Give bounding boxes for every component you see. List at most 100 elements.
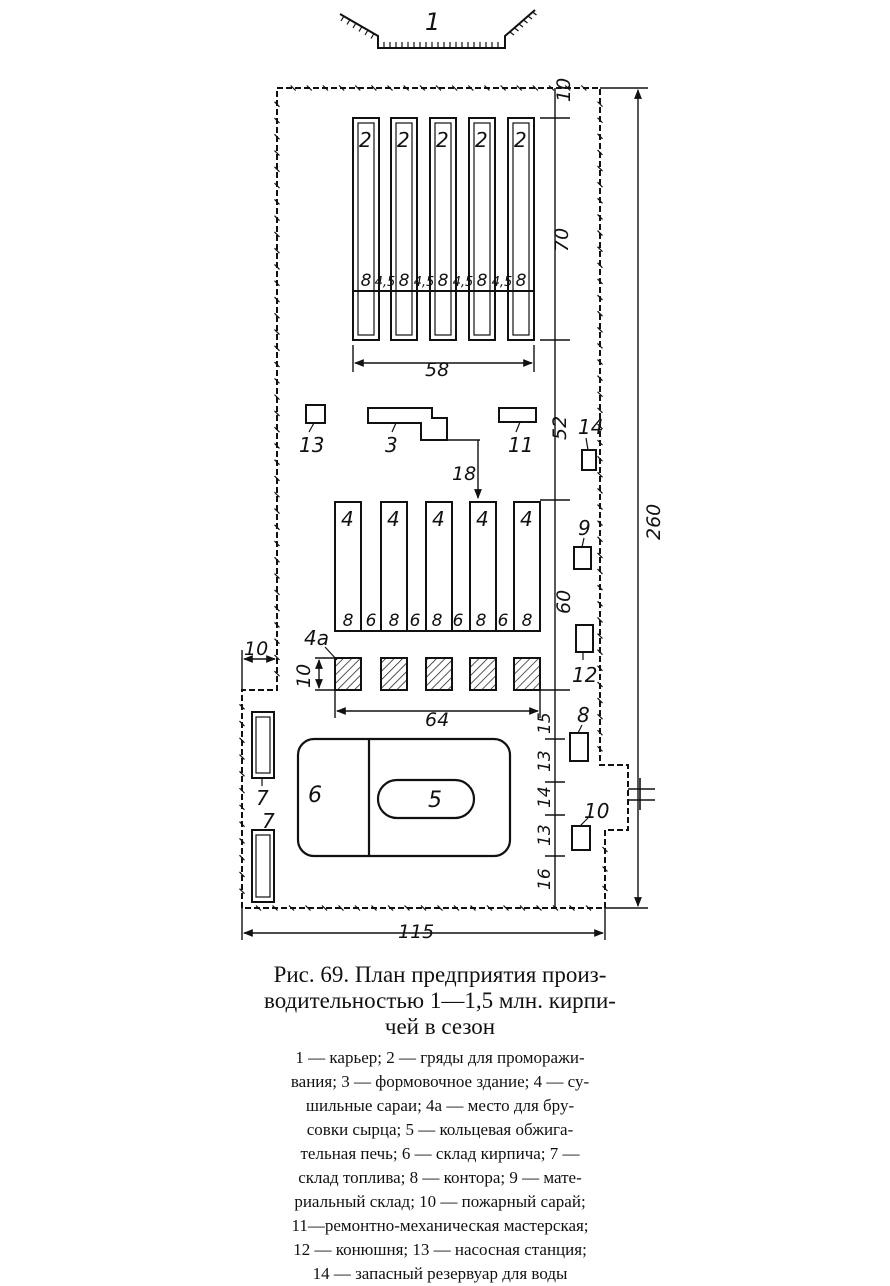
fuel-stores: [251, 711, 275, 903]
ring-kiln: [376, 778, 476, 820]
freezing-bed-label: 2: [397, 128, 410, 152]
dim-beds-width: 58: [425, 359, 449, 381]
fence-posts: [239, 85, 608, 911]
shed-row-dimension: 6: [498, 611, 509, 631]
dim-lower-b: 13: [535, 750, 555, 772]
dimension-lines: [241, 87, 648, 940]
molding-building: [367, 407, 448, 441]
bar-place-hatched: [469, 657, 497, 691]
freezing-bed: 2: [507, 117, 535, 341]
shed-row-dimension: 6: [366, 611, 377, 631]
pump-station-label: 13: [299, 433, 324, 457]
shed-row-dimension: 8: [343, 611, 354, 631]
drying-shed-label: 4: [432, 507, 445, 531]
legend-line: риальный склад; 10 — пожарный сарай;: [294, 1192, 586, 1211]
workshop-label: 11: [508, 433, 533, 457]
figure-legend: 1 — карьер; 2 — гряды для проморажи-вани…: [240, 1046, 640, 1286]
fuel-store-label-1: 7: [256, 786, 269, 810]
workshop-building: [498, 407, 537, 423]
dim-molding-to-sheds: 18: [452, 463, 476, 485]
bed-row-dimension: 4,5: [375, 275, 396, 290]
bar-place-hatched: [513, 657, 541, 691]
quarry-label: 1: [425, 8, 440, 36]
dim-lower-a: 15: [535, 712, 555, 734]
freezing-bed: 2: [468, 117, 496, 341]
bed-row-dimension: 8: [516, 271, 527, 291]
caption-line: чей в сезон: [384, 1014, 496, 1039]
shed-row-dimension: 8: [432, 611, 443, 631]
bed-row-dimension: 4,5: [492, 275, 513, 290]
dim-sheds-length: 60: [553, 590, 575, 614]
dim-lower-d: 13: [535, 824, 555, 846]
freezing-bed-label: 2: [359, 128, 372, 152]
freezing-bed-label: 2: [436, 128, 449, 152]
drying-shed-label: 4: [341, 507, 354, 531]
office-label: 8: [577, 703, 590, 727]
shed-row-dimension: 8: [476, 611, 487, 631]
entrance-gate: [628, 778, 655, 810]
legend-line: тельная печь; 6 — склад кирпича; 7 —: [300, 1144, 580, 1163]
bed-row-dimension: 4,5: [414, 275, 435, 290]
legend-line: склад топлива; 8 — контора; 9 — мате-: [298, 1168, 582, 1187]
fuel-store-labels: 7 7: [256, 786, 275, 833]
figure-caption: Рис. 69. План предприятия произ-водитель…: [240, 962, 640, 1040]
fire-shed-label: 10: [584, 799, 609, 823]
fire-shed-building: [571, 825, 591, 851]
bar-place-hatched: [425, 657, 453, 691]
fuel-store-label-2: 7: [262, 809, 275, 833]
caption-line: Рис. 69. План предприятия произ-: [273, 962, 607, 987]
brick-store-label: 6: [308, 783, 322, 808]
drying-shed-label: 4: [387, 507, 400, 531]
legend-line: вания; 3 — формовочное здание; 4 — су-: [290, 1072, 590, 1091]
stable-building: [575, 624, 594, 653]
freezing-bed: 2: [429, 117, 457, 341]
legend-line: совки сырца; 5 — кольцевая обжига-: [306, 1120, 574, 1139]
freezing-bed-label: 2: [514, 128, 527, 152]
drying-shed-label: 4: [520, 507, 533, 531]
shed-row-dimension: 6: [410, 611, 421, 631]
kiln-label: 5: [428, 788, 442, 813]
dimension-labels: 10 70 58 52 18 260 60 10 10 64 15 13 14 …: [244, 78, 665, 943]
drying-shed: 4: [334, 501, 362, 691]
freezing-bed: 2: [352, 117, 380, 341]
stable-label: 12: [572, 663, 597, 687]
material-store-label: 9: [578, 516, 591, 540]
dim-beds-length: 70: [551, 228, 573, 252]
building-labels: 13 3 11 14 9 12 8 10: [299, 415, 609, 823]
material-store-building: [573, 546, 592, 570]
shed-row-dimension: 8: [522, 611, 533, 631]
legend-line: 11—ремонтно-механическая мастерская;: [291, 1216, 589, 1235]
bed-row-dimension: 8: [477, 271, 488, 291]
drying-shed: 4: [513, 501, 541, 691]
office-building: [569, 732, 589, 762]
caption-line: водительностью 1—1,5 млн. кирпи-: [264, 988, 616, 1013]
drying-shed: 4: [469, 501, 497, 691]
legend-line: 1 — карьер; 2 — гряды для проморажи-: [295, 1048, 585, 1067]
dim-total-length: 260: [643, 504, 665, 540]
legend-line: 14 — запасный резервуар для воды: [312, 1264, 568, 1283]
pump-station-building: [305, 404, 326, 424]
shed-row-dimension: 8: [389, 611, 400, 631]
drying-shed-label: 4: [476, 507, 489, 531]
bar-place-label: 4а: [304, 626, 329, 650]
legend-line: шильные сараи; 4а — место для бру-: [305, 1096, 575, 1115]
freezing-bed-label: 2: [475, 128, 488, 152]
reservoir-label: 14: [578, 415, 603, 439]
building-leaders: [308, 421, 589, 827]
dim-lower-e: 16: [535, 868, 555, 890]
quarry: 1: [339, 8, 537, 49]
dim-middle-gap: 52: [549, 416, 571, 440]
drying-shed: 4: [425, 501, 453, 691]
bed-row-dimension: 8: [438, 271, 449, 291]
reservoir-building: [581, 449, 597, 471]
bed-row-dimension: 8: [399, 271, 410, 291]
dim-sheds-width: 64: [425, 709, 449, 731]
dim-lower-c: 14: [535, 786, 555, 808]
bar-place-hatched: [334, 657, 362, 691]
dim-top-gap: 10: [553, 78, 575, 102]
molding-building-label: 3: [385, 433, 398, 457]
bed-row-dimension: 4,5: [453, 275, 474, 290]
dim-bar-depth: 10: [293, 664, 315, 688]
